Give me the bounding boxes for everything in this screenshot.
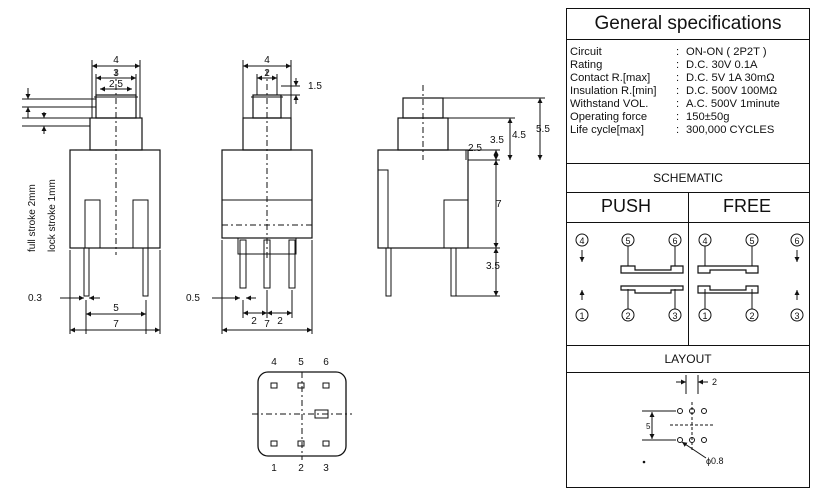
- specifications-title: General specifications: [567, 9, 809, 40]
- spec-label: Life cycle[max]: [570, 124, 644, 136]
- spec-separator: :: [676, 59, 680, 71]
- front-dim-2-5: 2.5: [109, 79, 123, 90]
- bottom-pin-3: 3: [323, 463, 329, 474]
- bottom-view: [252, 371, 352, 460]
- free-pin-2: 2: [749, 311, 754, 321]
- schematic-title: SCHEMATIC: [567, 163, 809, 193]
- spec-separator: :: [676, 72, 680, 84]
- side-view: [212, 60, 313, 334]
- profile-dim-3-5-pins: 3.5: [486, 261, 500, 272]
- lock-stroke-label: lock stroke 1mm: [47, 179, 58, 252]
- spec-label: Rating: [570, 59, 603, 71]
- layout-title: LAYOUT: [567, 345, 809, 373]
- full-stroke-label: full stroke 2mm: [27, 184, 38, 252]
- side-dim-2: 2: [264, 68, 270, 79]
- layout-row-spacing: 5: [646, 422, 651, 431]
- spec-row: Withstand VOL.: A.C. 500V 1minute: [570, 98, 809, 111]
- spec-label: Insulation R.[min]: [570, 85, 657, 97]
- front-pin-thickness: 0.3: [28, 293, 42, 304]
- spec-value: D.C. 5V 1A 30mΩ: [686, 72, 775, 84]
- spec-separator: :: [676, 111, 680, 123]
- free-pin-5: 5: [749, 236, 754, 246]
- free-pin-1: 1: [702, 311, 707, 321]
- bottom-pin-4: 4: [271, 357, 277, 368]
- free-pin-3: 3: [794, 311, 799, 321]
- front-dim-3: 3: [113, 68, 119, 79]
- spec-separator: :: [676, 124, 680, 136]
- spec-row: Circuit: ON-ON ( 2P2T ): [570, 46, 809, 59]
- pcb-layout: [642, 375, 714, 464]
- push-pin-3: 3: [672, 311, 677, 321]
- schematic-divider: [688, 193, 689, 346]
- schematic-header: PUSH FREE: [567, 193, 809, 223]
- push-pin-2: 2: [625, 311, 630, 321]
- profile-dim-7: 7: [496, 199, 502, 210]
- free-pin-6: 6: [794, 236, 799, 246]
- free-pin-4: 4: [702, 236, 707, 246]
- push-pin-1: 1: [579, 311, 584, 321]
- bottom-pin-1: 1: [271, 463, 277, 474]
- specifications-list: Circuit: ON-ON ( 2P2T ) Rating: D.C. 30V 0…: [567, 40, 809, 137]
- spec-separator: :: [676, 46, 680, 58]
- profile-dim-3-5: 3.5: [490, 135, 504, 146]
- front-pin-spacing: 5: [113, 303, 119, 314]
- front-body-width: 7: [113, 319, 119, 330]
- spec-label: Withstand VOL.: [570, 98, 649, 110]
- schematic-diagram: [575, 233, 804, 322]
- spec-value: ON-ON ( 2P2T ): [686, 46, 767, 58]
- bottom-pin-2: 2: [298, 463, 304, 474]
- push-label: PUSH: [601, 196, 652, 216]
- push-pin-4: 4: [579, 236, 584, 246]
- spec-row: Rating: D.C. 30V 0.1A: [570, 59, 809, 72]
- side-dim-4: 4: [264, 55, 270, 66]
- spec-value: D.C. 500V 100MΩ: [686, 85, 778, 97]
- layout-pitch-label: 2: [712, 377, 717, 387]
- side-pitch-right: 2: [277, 316, 283, 327]
- specifications-panel: General specifications Circuit: ON-ON ( 2…: [566, 8, 810, 488]
- spec-label: Contact R.[max]: [570, 72, 651, 84]
- front-dim-4: 4: [113, 55, 119, 66]
- side-dim-1-5: 1.5: [308, 81, 322, 92]
- spec-row: Contact R.[max]: D.C. 5V 1A 30mΩ: [570, 72, 809, 85]
- push-pin-5: 5: [625, 236, 630, 246]
- dimension-labels: 4 3 2.5 full stroke 2mm lock stroke 1mm …: [27, 55, 800, 474]
- spec-label: Circuit: [570, 46, 602, 58]
- side-pin-thickness: 0.5: [186, 293, 200, 304]
- spec-value: 150±50g: [686, 111, 730, 123]
- spec-value: 300,000 CYCLES: [686, 124, 775, 136]
- side-pitch-left: 2: [251, 316, 257, 327]
- spec-row: Insulation R.[min]: D.C. 500V 100MΩ: [570, 85, 809, 98]
- side-body-width: 7: [264, 319, 270, 330]
- profile-dim-2-5: 2.5: [468, 143, 482, 154]
- spec-label: Operating force: [570, 111, 648, 123]
- spec-row: Operating force:150±50g: [570, 111, 809, 124]
- spec-value: A.C. 500V 1minute: [686, 98, 780, 110]
- profile-dim-4-5: 4.5: [512, 130, 526, 141]
- push-pin-6: 6: [672, 236, 677, 246]
- layout-hole-label: ϕ0.8: [706, 456, 724, 466]
- bottom-pin-5: 5: [298, 357, 304, 368]
- free-label: FREE: [723, 196, 772, 216]
- spec-row: Life cycle[max]:300,000 CYCLES: [570, 124, 809, 137]
- front-view: [22, 60, 161, 334]
- spec-value: D.C. 30V 0.1A: [686, 59, 758, 71]
- profile-dim-5-5: 5.5: [536, 124, 550, 135]
- profile-view: [377, 85, 545, 297]
- bottom-pin-6: 6: [323, 357, 329, 368]
- spec-separator: :: [676, 85, 680, 97]
- spec-separator: :: [676, 98, 680, 110]
